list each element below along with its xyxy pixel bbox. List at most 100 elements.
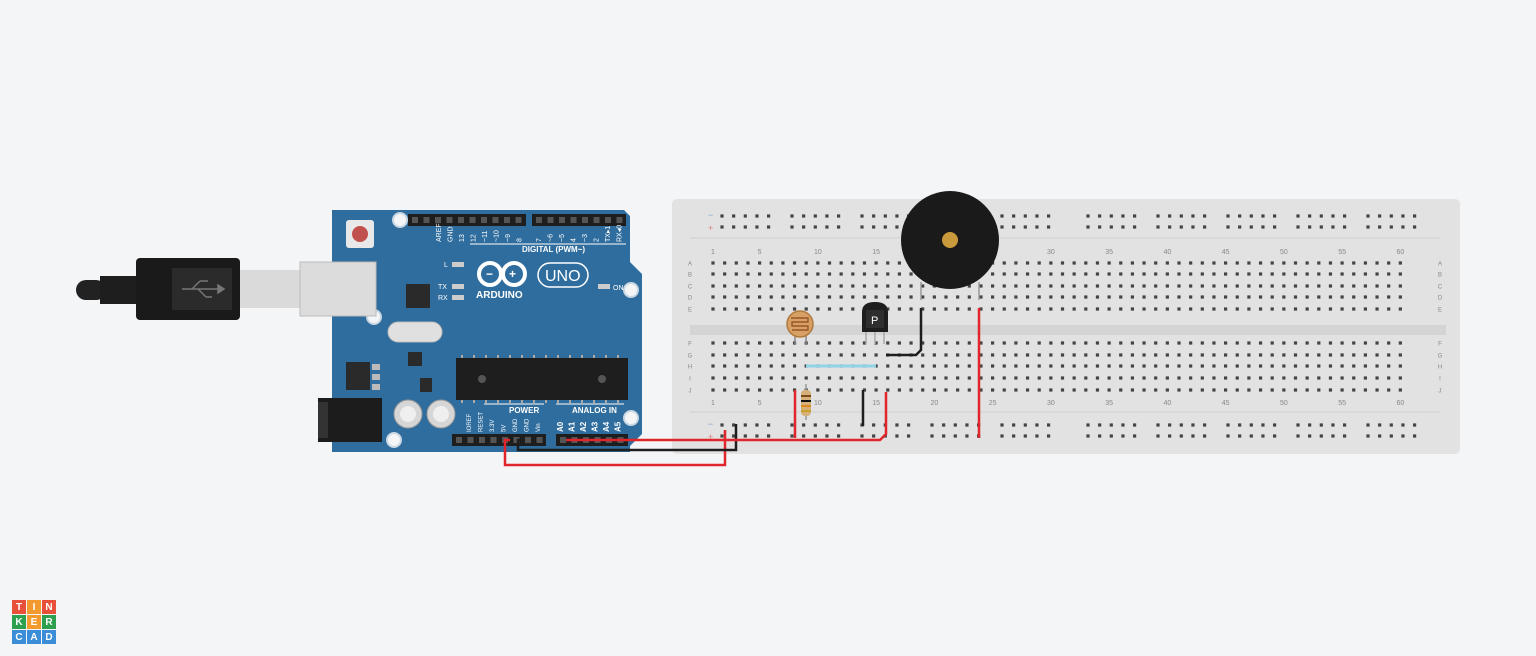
breadboard-hole[interactable] — [816, 261, 820, 265]
breadboard-hole[interactable] — [1224, 376, 1228, 380]
breadboard-hole[interactable] — [758, 341, 762, 345]
breadboard-hole[interactable] — [1293, 353, 1298, 357]
breadboard-hole[interactable] — [956, 307, 960, 311]
breadboard-hole[interactable] — [723, 388, 727, 392]
rail-hole[interactable] — [1023, 423, 1027, 427]
breadboard-hole[interactable] — [839, 376, 843, 380]
breadboard-hole[interactable] — [1328, 376, 1333, 380]
rail-hole[interactable] — [1121, 423, 1125, 427]
breadboard-hole[interactable] — [909, 364, 913, 368]
breadboard-hole[interactable] — [851, 341, 855, 345]
breadboard-hole[interactable] — [897, 295, 901, 299]
rail-hole[interactable] — [1389, 214, 1393, 218]
breadboard-hole[interactable] — [1340, 295, 1344, 299]
breadboard-hole[interactable] — [1002, 284, 1006, 288]
breadboard-hole[interactable] — [886, 295, 890, 299]
breadboard-hole[interactable] — [991, 353, 995, 357]
rail-hole[interactable] — [1035, 434, 1039, 438]
breadboard-hole[interactable] — [1317, 284, 1321, 288]
rail-hole[interactable] — [1273, 214, 1277, 218]
header-pin[interactable] — [525, 437, 531, 443]
header-pin[interactable] — [435, 217, 441, 223]
breadboard-hole[interactable] — [1002, 295, 1006, 299]
rail-hole[interactable] — [1203, 225, 1207, 229]
breadboard-hole[interactable] — [1154, 261, 1158, 265]
breadboard-hole[interactable] — [1072, 341, 1076, 345]
breadboard-hole[interactable] — [1154, 272, 1158, 276]
rail-hole[interactable] — [1249, 225, 1253, 229]
rail-hole[interactable] — [1366, 434, 1370, 438]
rail-hole[interactable] — [1000, 434, 1004, 438]
header-pin[interactable] — [446, 217, 453, 223]
breadboard-hole[interactable] — [1247, 284, 1251, 288]
rail-hole[interactable] — [1401, 423, 1405, 427]
rail-hole[interactable] — [837, 423, 841, 427]
breadboard-hole[interactable] — [1340, 353, 1344, 357]
breadboard-hole[interactable] — [1282, 261, 1286, 265]
breadboard-hole[interactable] — [1258, 307, 1263, 311]
breadboard-hole[interactable] — [909, 272, 913, 276]
breadboard-hole[interactable] — [816, 307, 820, 311]
breadboard-hole[interactable] — [1060, 388, 1065, 392]
breadboard-hole[interactable] — [746, 272, 750, 276]
breadboard-hole[interactable] — [1340, 388, 1344, 392]
breadboard-hole[interactable] — [792, 364, 797, 368]
breadboard-hole[interactable] — [1014, 261, 1018, 265]
breadboard-hole[interactable] — [723, 272, 727, 276]
breadboard-hole[interactable] — [1387, 261, 1391, 265]
breadboard-hole[interactable] — [1387, 376, 1391, 380]
breadboard-hole[interactable] — [1002, 307, 1006, 311]
reset-button[interactable] — [352, 226, 368, 242]
breadboard-hole[interactable] — [792, 261, 797, 265]
header-pin[interactable] — [536, 217, 542, 223]
breadboard-hole[interactable] — [1224, 364, 1228, 368]
breadboard-hole[interactable] — [874, 353, 878, 357]
rail-hole[interactable] — [1156, 225, 1160, 229]
breadboard-hole[interactable] — [1095, 353, 1100, 357]
breadboard-hole[interactable] — [1270, 272, 1274, 276]
header-pin[interactable] — [481, 217, 487, 223]
breadboard-hole[interactable] — [1142, 295, 1146, 299]
breadboard-hole[interactable] — [746, 341, 750, 345]
breadboard-hole[interactable] — [1340, 261, 1344, 265]
header-pin[interactable] — [605, 217, 611, 223]
breadboard-hole[interactable] — [1014, 353, 1018, 357]
breadboard-hole[interactable] — [758, 353, 762, 357]
rail-hole[interactable] — [1179, 423, 1183, 427]
rail-hole[interactable] — [1023, 225, 1027, 229]
breadboard-hole[interactable] — [746, 284, 750, 288]
header-pin[interactable] — [469, 217, 476, 223]
breadboard-hole[interactable] — [1200, 284, 1204, 288]
breadboard-hole[interactable] — [827, 295, 832, 299]
breadboard-hole[interactable] — [1049, 307, 1053, 311]
breadboard-hole[interactable] — [862, 272, 867, 276]
breadboard-hole[interactable] — [1200, 353, 1204, 357]
breadboard-hole[interactable] — [1060, 261, 1065, 265]
breadboard-hole[interactable] — [1224, 388, 1228, 392]
breadboard-hole[interactable] — [839, 388, 843, 392]
breadboard-hole[interactable] — [1072, 364, 1076, 368]
breadboard-hole[interactable] — [1328, 307, 1333, 311]
breadboard-hole[interactable] — [1200, 261, 1204, 265]
breadboard-hole[interactable] — [1014, 364, 1018, 368]
breadboard-hole[interactable] — [1258, 284, 1263, 288]
rail-hole[interactable] — [755, 225, 759, 229]
breadboard-hole[interactable] — [1084, 261, 1088, 265]
breadboard-hole[interactable] — [909, 295, 913, 299]
breadboard-hole[interactable] — [1235, 261, 1239, 265]
breadboard-hole[interactable] — [1119, 295, 1123, 299]
breadboard-hole[interactable] — [979, 284, 983, 288]
breadboard-hole[interactable] — [1305, 284, 1309, 288]
breadboard-hole[interactable] — [1247, 295, 1251, 299]
rail-hole[interactable] — [860, 434, 864, 438]
breadboard-hole[interactable] — [1247, 353, 1251, 357]
breadboard-hole[interactable] — [909, 341, 913, 345]
breadboard-hole[interactable] — [1165, 364, 1169, 368]
rail-hole[interactable] — [1331, 423, 1335, 427]
rail-hole[interactable] — [1121, 214, 1125, 218]
rail-hole[interactable] — [1133, 423, 1137, 427]
breadboard-hole[interactable] — [1270, 353, 1274, 357]
breadboard-hole[interactable] — [851, 388, 855, 392]
breadboard-hole[interactable] — [769, 295, 773, 299]
breadboard-hole[interactable] — [1095, 272, 1100, 276]
